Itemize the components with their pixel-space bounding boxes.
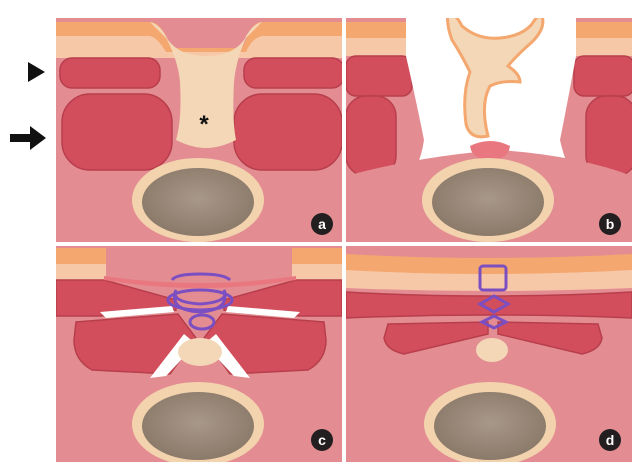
- panel-label-a: a: [311, 213, 333, 235]
- panel-divider-vertical: [342, 18, 346, 462]
- spinal-canal-center: [434, 392, 546, 460]
- lower-muscle-left: [62, 94, 172, 170]
- arrow-marker: [10, 126, 46, 150]
- panel-label-b-text: b: [606, 216, 615, 232]
- panel-b: [346, 12, 636, 244]
- subcutaneous-layer: [346, 38, 406, 56]
- upper-muscle-right: [244, 58, 344, 88]
- lower-muscle-right: [586, 96, 636, 176]
- spinal-canal-center: [142, 392, 254, 460]
- lower-muscle-left: [346, 96, 396, 176]
- asterisk-marker: *: [199, 111, 209, 138]
- sac: [476, 338, 508, 362]
- upper-muscle: [346, 292, 632, 318]
- arrowhead-marker: [28, 62, 45, 82]
- panel-d: [346, 246, 632, 464]
- panel-c: [56, 246, 342, 464]
- panel-label-d-text: d: [606, 432, 615, 448]
- upper-muscle-right: [574, 56, 634, 96]
- panel-a: *: [56, 18, 344, 244]
- upper-muscle-left: [346, 56, 412, 96]
- subcutaneous-layer: [292, 264, 342, 280]
- panel-label-c-text: c: [318, 432, 326, 448]
- sac: [178, 338, 222, 366]
- panel-label-c: c: [311, 429, 333, 451]
- panel-divider-horizontal: [56, 242, 632, 246]
- upper-muscle-left: [60, 58, 160, 88]
- spinal-canal-center: [432, 168, 544, 236]
- subcutaneous-layer: [576, 38, 632, 56]
- lower-muscle-right: [234, 94, 342, 170]
- panel-label-d: d: [599, 429, 621, 451]
- spinal-canal-center: [142, 168, 254, 236]
- panel-label-a-text: a: [318, 216, 326, 232]
- panel-label-b: b: [599, 213, 621, 235]
- subcutaneous-layer: [56, 264, 106, 280]
